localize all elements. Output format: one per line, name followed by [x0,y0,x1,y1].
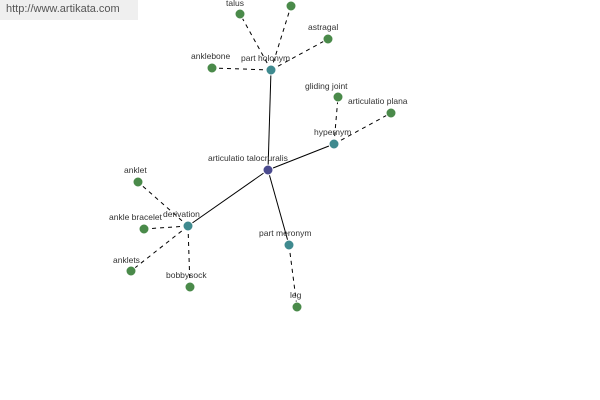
leaf-node-astragal[interactable] [322,33,334,45]
leaf-label-plana[interactable]: articulatio plana [348,96,408,106]
edge-derivation-anklet [137,181,189,227]
graph-labels: articulatio talocruralis part holonym hype… [109,0,408,300]
leaf-label-anklet[interactable]: anklet [124,165,147,175]
leaf-node-bobbysock[interactable] [184,281,196,293]
leaf-label-astragal[interactable]: astragal [308,22,338,32]
leaf-node-leg[interactable] [291,301,303,313]
leaf-node-anklets[interactable] [125,265,137,277]
leaf-node-holo_top[interactable] [285,0,297,12]
relation-node-derivation[interactable] [182,220,194,232]
edge-holonym-talus [239,13,272,71]
edge-center-meronym [267,169,290,246]
leaf-node-bracelet[interactable] [138,223,150,235]
center-node[interactable] [262,164,274,176]
edge-hypernym-plana [333,112,392,145]
leaf-label-bracelet[interactable]: ankle bracelet [109,212,163,222]
edge-derivation-bracelet [143,225,189,230]
relation-label-derivation[interactable]: derivation [163,209,200,219]
edge-holonym-holo_top [270,5,292,71]
leaf-node-talus[interactable] [234,8,246,20]
edge-derivation-bobbysock [187,225,191,288]
leaf-label-anklets[interactable]: anklets [113,255,140,265]
leaf-label-bobbysock[interactable]: bobbysock [166,270,207,280]
graph-edges [130,5,392,308]
relation-label-holonym[interactable]: part holonym [241,53,290,63]
site-url-link[interactable]: http://www.artikata.com [6,3,120,15]
leaf-label-leg[interactable]: leg [290,290,302,300]
edge-holonym-anklebone [211,67,272,71]
leaf-node-anklebone[interactable] [206,62,218,74]
edge-center-hypernym [267,143,335,171]
relation-node-holonym[interactable] [265,64,277,76]
leaf-label-gliding[interactable]: gliding joint [305,81,348,91]
leaf-label-anklebone[interactable]: anklebone [191,51,231,61]
edge-meronym-leg [288,244,298,308]
leaf-node-gliding[interactable] [332,91,344,103]
graph-nodes [125,0,397,313]
edge-center-derivation [187,169,269,227]
leaf-node-plana[interactable] [385,107,397,119]
relation-label-hypernym[interactable]: hypernym [314,127,351,137]
site-banner: http://www.artikata.com [0,0,138,20]
leaf-node-anklet[interactable] [132,176,144,188]
leaf-label-talus[interactable]: talus [226,0,244,8]
relation-label-meronym[interactable]: part meronym [259,228,311,238]
edge-holonym-astragal [270,38,329,71]
center-node-label[interactable]: articulatio talocruralis [208,153,288,163]
relation-node-hypernym[interactable] [328,138,340,150]
relation-node-meronym[interactable] [283,239,295,251]
edge-center-holonym [267,69,272,171]
